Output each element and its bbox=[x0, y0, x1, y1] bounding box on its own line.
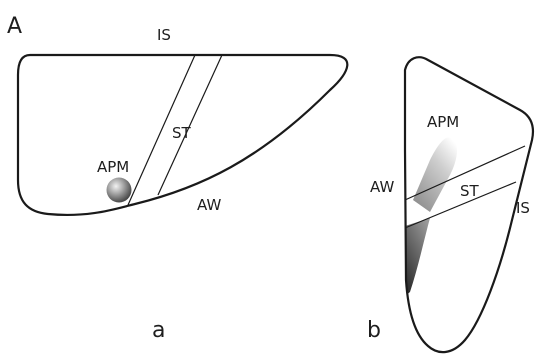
heart-outline-a bbox=[16, 53, 349, 216]
label-aw-b: AW bbox=[370, 178, 394, 196]
label-is-b: IS bbox=[516, 199, 530, 217]
heart-outline-b bbox=[403, 56, 535, 354]
apm-sphere bbox=[106, 177, 132, 203]
apm-streak-upper bbox=[413, 137, 458, 212]
label-aw-a: AW bbox=[197, 196, 221, 214]
label-is-a: IS bbox=[157, 26, 171, 44]
septal-band-line-left bbox=[127, 54, 196, 206]
septal-band-line-upper bbox=[404, 145, 526, 201]
subfigure-a-label: a bbox=[152, 318, 165, 343]
subfigure-b-label: b bbox=[367, 318, 381, 343]
label-apm-b: APM bbox=[427, 113, 459, 131]
label-st-b: ST bbox=[460, 182, 480, 200]
label-apm-a: APM bbox=[97, 158, 129, 176]
label-st-a: ST bbox=[172, 124, 192, 142]
panel-label: A bbox=[7, 14, 22, 39]
apm-streak-lower bbox=[405, 218, 430, 296]
subfigure-a: IS ST APM AW a bbox=[16, 26, 349, 343]
subfigure-b: APM AW ST IS b bbox=[367, 56, 535, 354]
septal-band-line-lower bbox=[404, 181, 517, 229]
septal-band-line-right bbox=[157, 54, 223, 196]
